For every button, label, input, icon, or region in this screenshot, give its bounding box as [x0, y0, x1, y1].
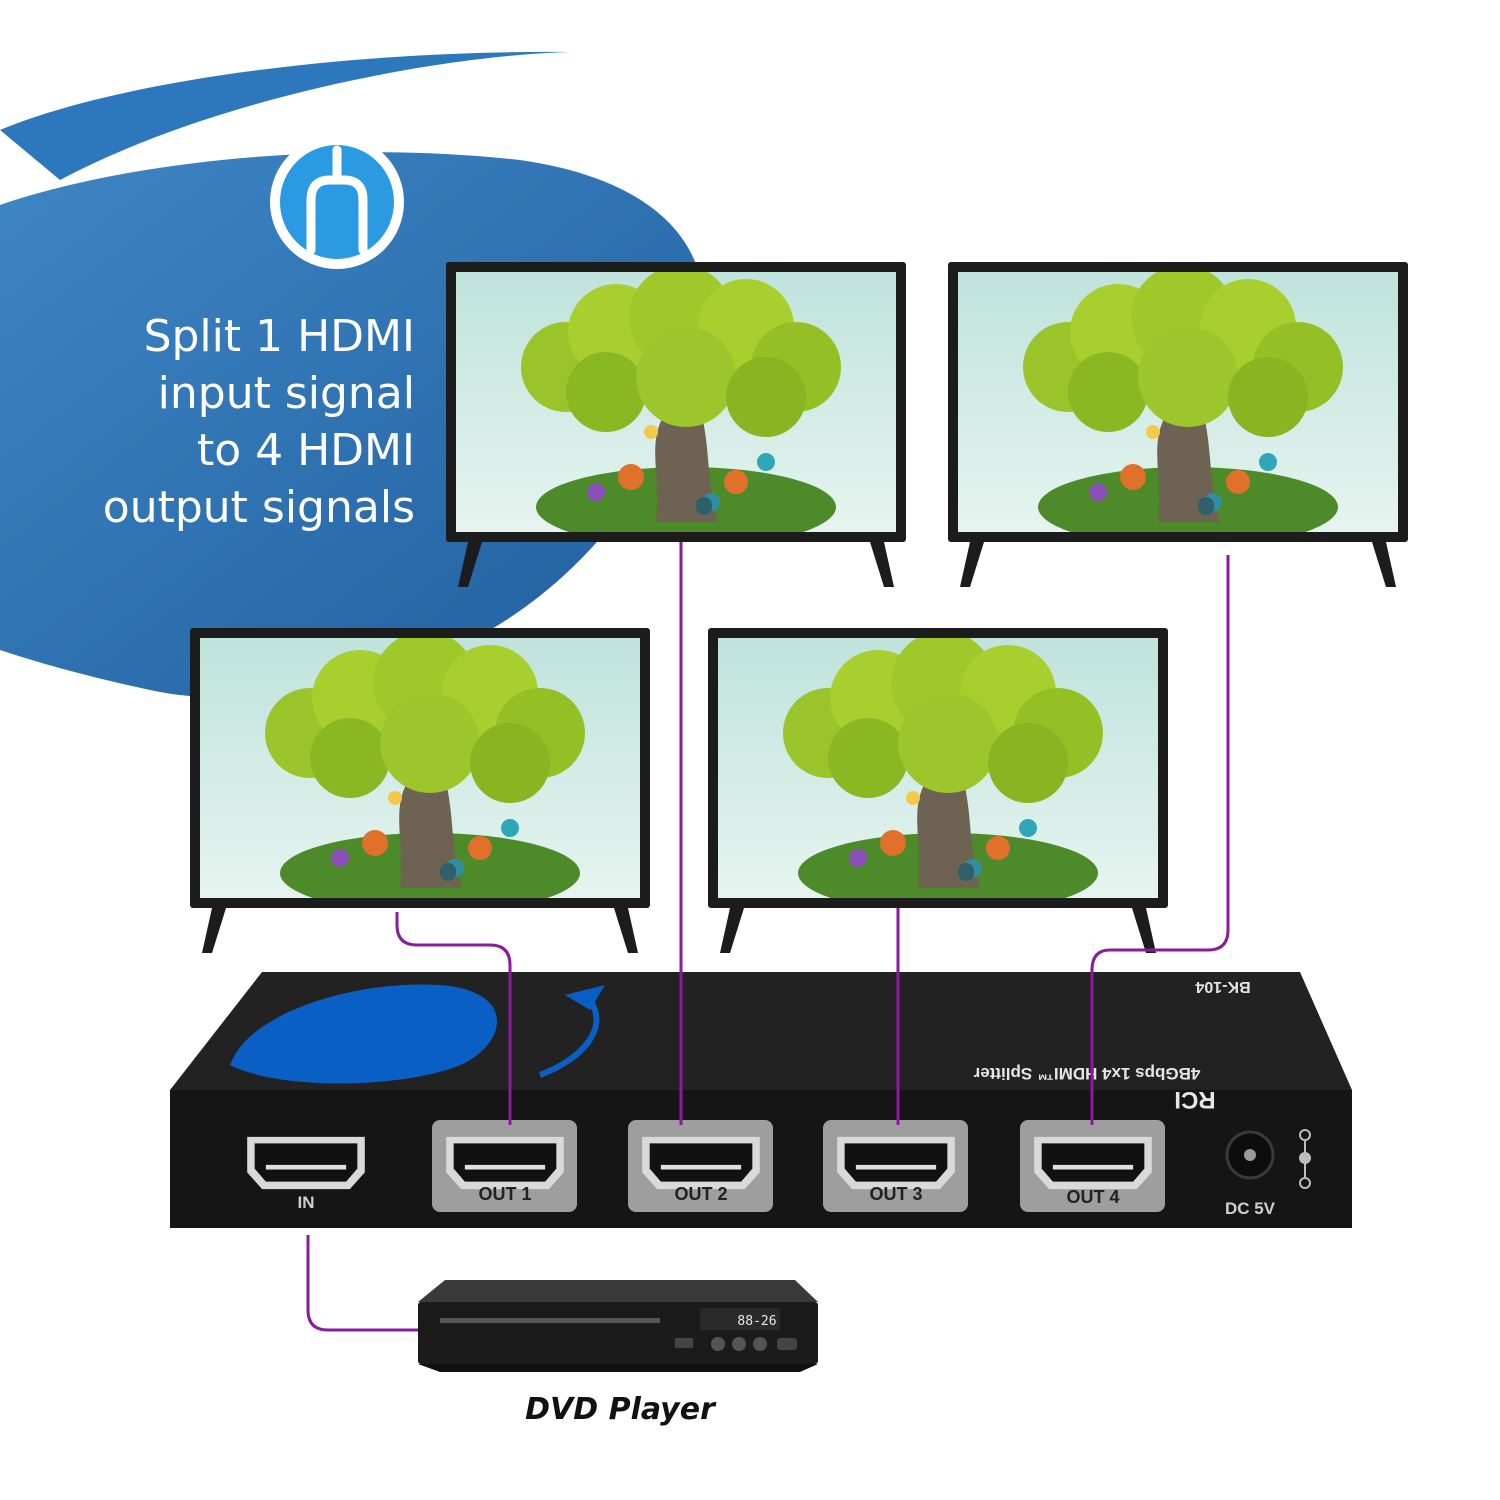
cable-in	[306, 1235, 420, 1332]
port-label-out1: OUT 1	[478, 1184, 531, 1204]
splitter-plug-icon	[270, 135, 404, 269]
hdmi-out3-port	[837, 1136, 955, 1190]
cable-out1	[395, 912, 512, 1125]
port-label-out4: OUT 4	[1066, 1187, 1119, 1207]
model-label: 4BGbps 1x4 HDMI™ Splitter	[973, 1064, 1200, 1083]
tv-top-left	[446, 262, 906, 587]
port-label-power: DC 5V	[1225, 1199, 1276, 1218]
model-number: BK-104	[1195, 978, 1250, 995]
hdmi-out1-port	[446, 1136, 564, 1190]
power-jack	[1225, 1129, 1311, 1189]
headline-line-3: to 4 HDMI	[196, 425, 415, 476]
tv-top-right	[948, 262, 1408, 587]
tv-bottom-left	[190, 628, 650, 953]
brand-logo-swoosh	[230, 984, 498, 1084]
port-label-in: IN	[298, 1193, 315, 1212]
hdmi-cables	[306, 542, 1230, 1332]
brand-name: RCI	[1174, 1086, 1215, 1113]
headline-line-1: Split 1 HDMI	[143, 311, 415, 362]
hdmi-out4-port	[1034, 1136, 1152, 1190]
background-swoosh	[0, 51, 570, 180]
dvd-caption: DVD Player	[525, 1392, 715, 1427]
hdmi-out2-port	[642, 1136, 760, 1190]
port-label-out3: OUT 3	[869, 1184, 922, 1204]
headline-line-4: output signals	[102, 482, 415, 533]
hdmi-in-port	[247, 1136, 365, 1190]
dvd-display: 88-26	[737, 1314, 776, 1329]
tv-bottom-right	[708, 628, 1168, 953]
cable-out4	[1090, 555, 1230, 1125]
dvd-player: 88-26	[418, 1280, 818, 1372]
headline: Split 1 HDMI input signal to 4 HDMI outp…	[20, 308, 415, 536]
headline-line-2: input signal	[157, 368, 415, 419]
port-label-out2: OUT 2	[674, 1184, 727, 1204]
